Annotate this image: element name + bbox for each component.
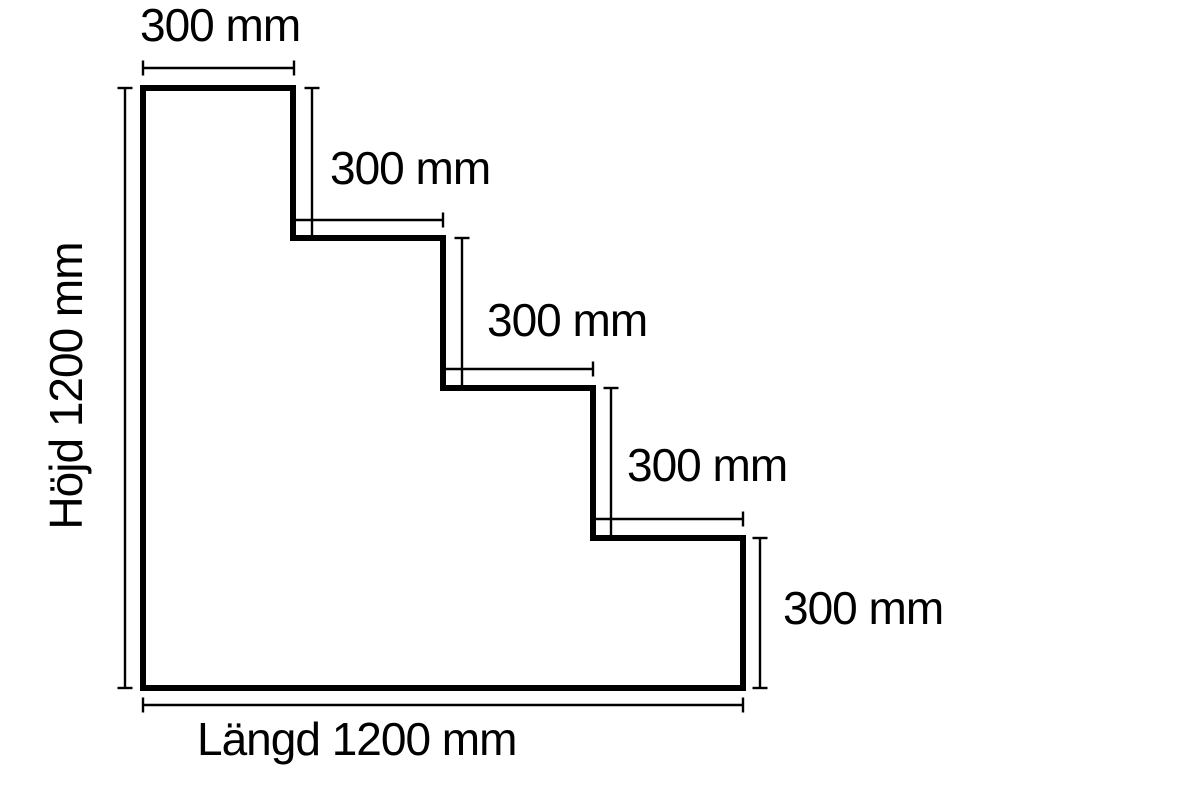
step-3-dimension-label: 300 mm — [627, 439, 788, 491]
top-tread-dimension-line — [141, 60, 296, 76]
total-length-dimension-line — [141, 697, 745, 713]
top-tread-dimension-label: 300 mm — [140, 0, 301, 51]
step-3-dimension-lines — [593, 386, 745, 538]
staircase-outline — [140, 85, 746, 691]
step-1-dimension-label: 300 mm — [330, 142, 491, 194]
last-riser-dimension-label: 300 mm — [783, 582, 944, 634]
total-height-dimension-line — [117, 86, 133, 690]
total-height-dimension-label: Höjd 1200 mm — [40, 242, 92, 530]
last-riser-dimension-line — [752, 536, 768, 690]
step-1-dimension-lines — [293, 86, 445, 238]
total-length-dimension-label: Längd 1200 mm — [197, 713, 517, 765]
step-2-dimension-label: 300 mm — [487, 294, 648, 346]
step-2-dimension-lines — [443, 236, 595, 388]
